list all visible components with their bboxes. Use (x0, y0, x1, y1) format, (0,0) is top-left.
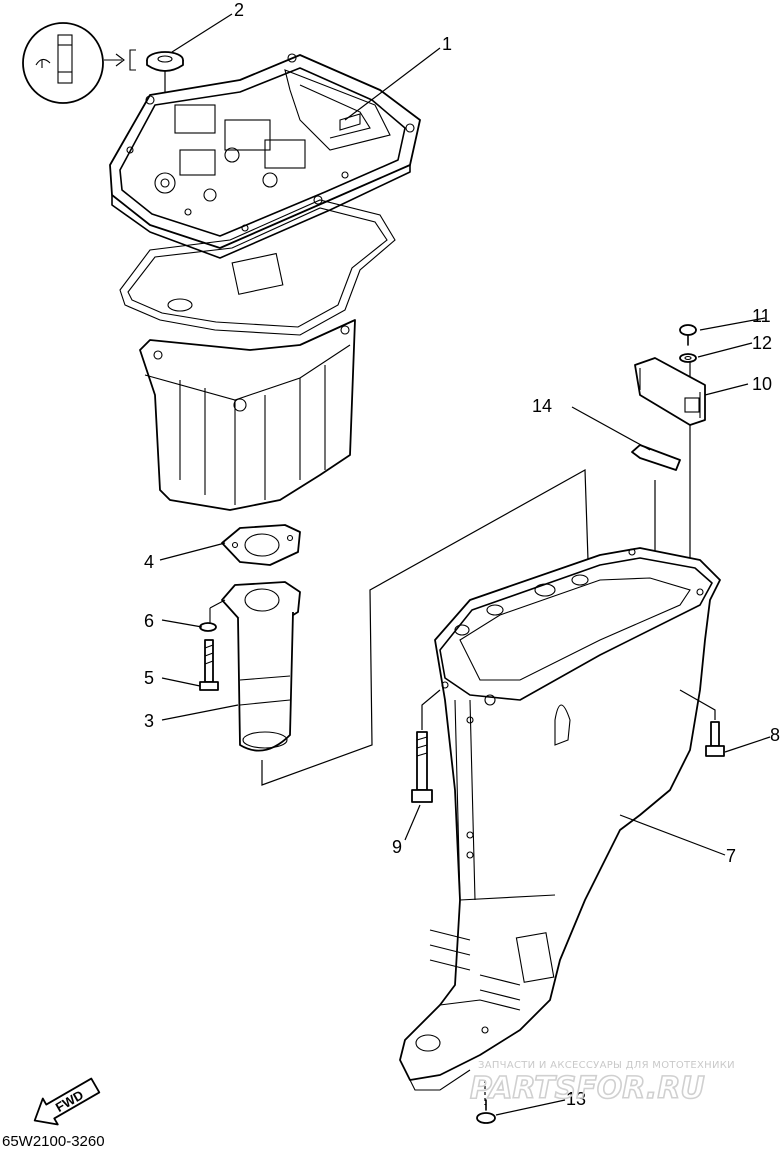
part-14-pad[interactable] (631, 444, 681, 471)
callout-6: 6 (144, 611, 154, 631)
callout-13: 13 (566, 1089, 586, 1109)
oil-pan (139, 319, 356, 511)
part-9-bolt[interactable] (411, 689, 441, 803)
gasket-outline (119, 199, 396, 336)
callout-9: 9 (392, 837, 402, 857)
part-7-lower-casing[interactable] (399, 547, 721, 1091)
callout-labels: 2 1 11 12 10 14 4 6 5 3 8 9 7 13 (144, 0, 780, 1109)
part-11-screw[interactable] (679, 324, 697, 346)
callout-8: 8 (770, 725, 780, 745)
watermark: ЗАПЧАСТИ И АКСЕССУАРЫ ДЛЯ МОТОТЕХНИКИ PA… (469, 1060, 735, 1107)
part-3-exhaust-pipe[interactable] (209, 581, 301, 752)
part-12-washer[interactable] (679, 353, 697, 363)
part-10-bracket[interactable] (634, 357, 706, 426)
part-8-bolt[interactable] (679, 689, 725, 757)
leader-lines (159, 13, 771, 1116)
callout-2: 2 (234, 0, 244, 20)
part-6-washer[interactable] (199, 622, 217, 632)
callout-1: 1 (442, 34, 452, 54)
watermark-line1: ЗАПЧАСТИ И АКСЕССУАРЫ ДЛЯ МОТОТЕХНИКИ (478, 1060, 735, 1071)
part-4-gasket[interactable] (221, 524, 301, 566)
callout-3: 3 (144, 711, 154, 731)
detail-inset (22, 22, 136, 104)
callout-5: 5 (144, 668, 154, 688)
callout-10: 10 (752, 374, 772, 394)
part-1-upper-casing[interactable] (109, 53, 421, 259)
part-5-bolt[interactable] (199, 639, 219, 691)
watermark-logo: PARTSFOR.RU (470, 1071, 705, 1106)
diagram-code: 65W2100-3260 (2, 1133, 105, 1150)
callout-7: 7 (726, 846, 736, 866)
part-13-screw[interactable] (476, 1080, 496, 1124)
fwd-arrow: FWD (33, 1077, 101, 1126)
callout-12: 12 (752, 333, 772, 353)
callout-14: 14 (532, 396, 552, 416)
callout-4: 4 (144, 552, 154, 572)
callout-11: 11 (752, 306, 771, 326)
